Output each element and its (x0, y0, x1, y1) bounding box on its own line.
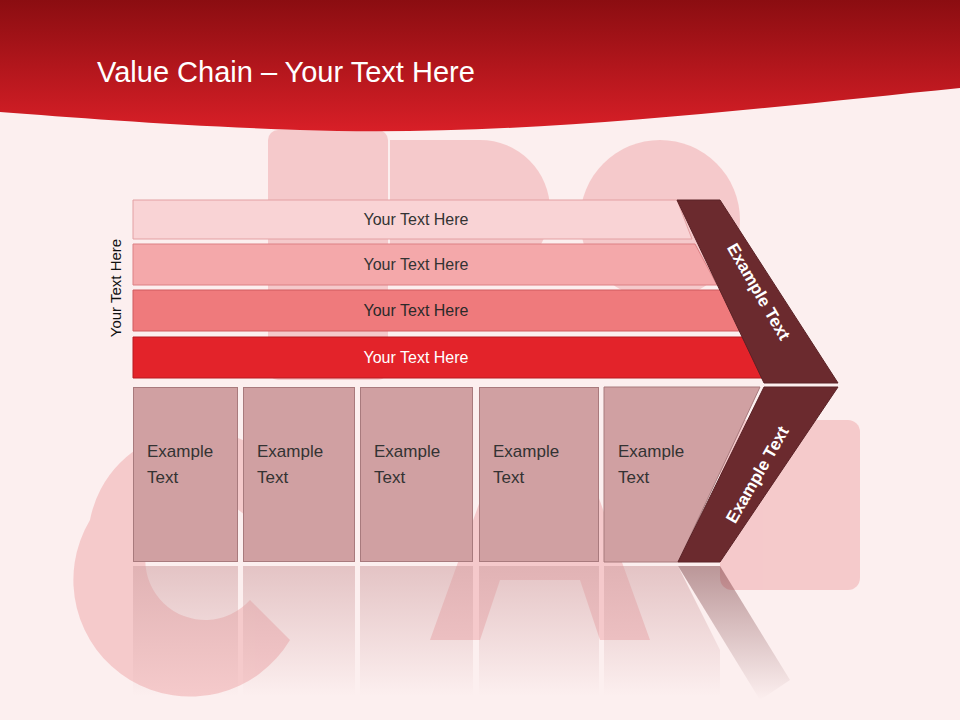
node-text: Your Text Here (133, 337, 699, 378)
node-text: Example Text (618, 439, 700, 490)
activity-box: Example Text (133, 387, 238, 562)
node-shape (678, 387, 838, 562)
node-text: Example Text (147, 439, 229, 490)
activity-box: Example Text (479, 387, 599, 562)
header-band (0, 0, 960, 131)
support-band: Your Text Here (133, 290, 741, 331)
axis-label: Your Text Here (107, 239, 124, 337)
node-text: Your Text Here (133, 200, 699, 239)
node-text: Example Text (493, 439, 575, 490)
node-shape (133, 290, 740, 331)
node-text: Your Text Here (133, 290, 699, 331)
node-shape (677, 200, 838, 383)
activity-box: Example Text (243, 387, 355, 562)
node-text: Example Text (257, 439, 339, 490)
support-band: Your Text Here (133, 200, 693, 239)
node-shape (134, 388, 238, 562)
node-text: Example Text (374, 439, 456, 490)
activity-box: Example Text (360, 387, 473, 562)
slide-title: Value Chain – Your Text Here (97, 56, 475, 89)
reflection (133, 566, 790, 700)
node-shape (480, 388, 599, 562)
chevron-arm: Example Text (677, 200, 838, 383)
node-text: Your Text Here (133, 244, 699, 285)
node-shape (244, 388, 355, 562)
support-band: Your Text Here (133, 337, 766, 378)
node-shape (133, 244, 717, 285)
chevron-arm: Example Text (678, 387, 838, 562)
support-band: Your Text Here (133, 244, 718, 285)
node-shape (133, 337, 765, 378)
node-shape (361, 388, 473, 562)
